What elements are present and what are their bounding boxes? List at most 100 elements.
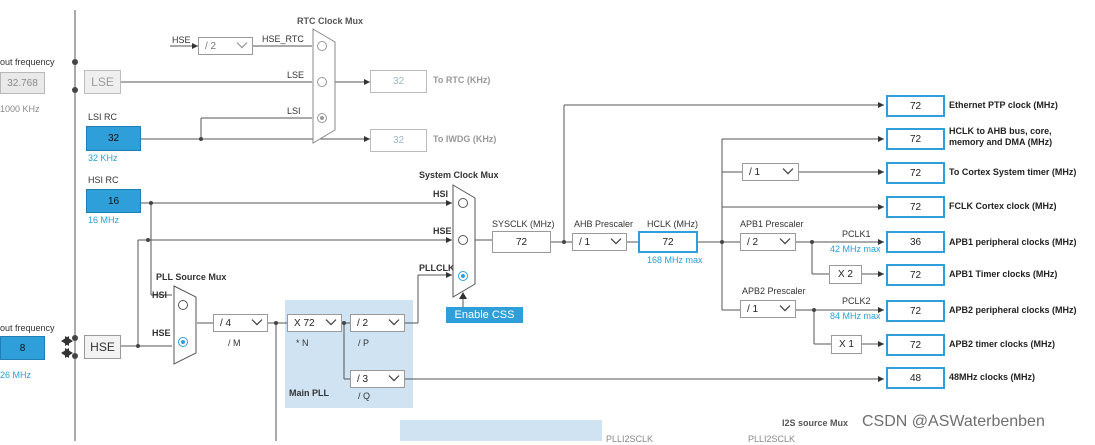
cortex-timer-divider-select[interactable]: / 1 (742, 163, 799, 181)
output-hclk-ahb-label: HCLK to AHB bus, core, memory and DMA (M… (949, 126, 1053, 147)
rtc-output-label: To RTC (KHz) (433, 75, 491, 85)
pll-m-label: / M (228, 338, 241, 348)
sysclk-value: 72 (492, 231, 551, 253)
pll-src-input-hsi[interactable] (178, 300, 188, 310)
iwdg-output-label: To IWDG (KHz) (433, 134, 497, 144)
rtc-lsi-label: LSI (287, 106, 301, 116)
system-clock-mux-title: System Clock Mux (419, 170, 499, 180)
chevron-down-icon (782, 168, 794, 175)
hsi-rc-value: 16 (86, 189, 141, 213)
hsi-frequency-label: 16 MHz (88, 215, 120, 225)
plli2sclk-label-1: PLLI2SCLK (606, 434, 654, 444)
pll-m-divider-select[interactable]: / 4 (213, 314, 268, 332)
plli2sclk-label-2: PLLI2SCLK (748, 434, 796, 444)
sysmux-hsi-label: HSI (433, 189, 449, 199)
i2s-source-mux-title: I2S source Mux (782, 418, 849, 428)
pll-source-mux (173, 285, 197, 365)
chevron-down-icon (236, 42, 248, 49)
apb1-prescaler-select[interactable]: / 2 (740, 233, 796, 251)
rtc-mux-input-hse[interactable] (317, 41, 327, 51)
sysmux-input-pllclk[interactable] (458, 271, 468, 281)
hse-oscillator[interactable]: HSE (84, 335, 121, 359)
sysclk-label: SYSCLK (MHz) (492, 219, 555, 229)
lsi-rc-title: LSI RC (88, 112, 118, 122)
pll-src-hsi-label: HSI (152, 290, 168, 300)
pll-q-label: / Q (358, 391, 371, 401)
pll-q-divider-value: / 3 (357, 373, 369, 385)
apb1-timer-multiplier: X 2 (829, 265, 862, 284)
rtc-hse-input-label: HSE (172, 35, 191, 45)
pll-q-divider-select[interactable]: / 3 (350, 370, 405, 388)
sysmux-input-hse[interactable] (458, 235, 468, 245)
lse-oscillator[interactable]: LSE (84, 70, 121, 94)
iwdg-frequency-value: 32 (370, 129, 427, 152)
watermark: CSDN @ASWaterbenben (862, 413, 1045, 430)
output-apb1-peripheral-value: 36 (886, 231, 945, 253)
pclk1-label: PCLK1 (842, 229, 871, 239)
pll-src-hse-label: HSE (152, 328, 171, 338)
main-pll-label: Main PLL (289, 388, 329, 398)
lsi-rc-value: 32 (86, 126, 141, 151)
pclk1-max-label: 42 MHz max (830, 244, 881, 254)
apb2-prescaler-select[interactable]: / 1 (740, 300, 796, 318)
hse-frequency-label: out frequency (0, 323, 55, 333)
rtc-hse-divider-value: / 2 (205, 40, 217, 52)
hclk-label: HCLK (MHz) (647, 219, 698, 229)
rtc-frequency-value: 32 (370, 70, 427, 93)
apb1-prescaler-label: APB1 Prescaler (740, 219, 804, 229)
chevron-down-icon (388, 319, 400, 326)
sysmux-input-hsi[interactable] (458, 198, 468, 208)
output-fclk-label: FCLK Cortex clock (MHz) (949, 201, 1057, 211)
pclk2-max-label: 84 MHz max (830, 311, 881, 321)
pll-n-label: * N (296, 338, 309, 348)
hse-range-label: 26 MHz (0, 370, 32, 380)
output-48mhz-value: 48 (886, 367, 945, 389)
hse-rtc-label: HSE_RTC (262, 34, 304, 44)
output-48mhz-label: 48MHz clocks (MHz) (949, 372, 1036, 382)
apb2-timer-multiplier: X 1 (831, 335, 862, 354)
hclk-input[interactable]: 72 (638, 231, 698, 253)
pll-src-input-hse[interactable] (178, 337, 188, 347)
pll-source-mux-title: PLL Source Mux (156, 272, 227, 282)
ahb-prescaler-select[interactable]: / 1 (572, 233, 627, 251)
enable-css-button[interactable]: Enable CSS (446, 307, 523, 323)
hse-input-frequency[interactable]: 8 (0, 336, 45, 360)
lse-frequency-label: out frequency (0, 57, 55, 67)
output-ethernet-ptp-value: 72 (886, 95, 945, 117)
output-ethernet-ptp-label: Ethernet PTP clock (MHz) (949, 100, 1058, 110)
rtc-clock-mux-title: RTC Clock Mux (297, 16, 364, 26)
pll-p-divider-value: / 2 (357, 317, 369, 329)
pll-n-multiplier-select[interactable]: X 72 (287, 314, 342, 332)
output-apb1-peripheral-label: APB1 peripheral clocks (MHz) (949, 237, 1077, 247)
output-apb2-peripheral-label: APB2 peripheral clocks (MHz) (949, 305, 1077, 315)
rtc-lse-label: LSE (287, 70, 305, 80)
output-apb2-timer-value: 72 (886, 334, 945, 356)
rtc-mux-input-lse[interactable] (317, 77, 327, 87)
ahb-prescaler-label: AHB Prescaler (574, 219, 634, 229)
output-apb1-timer-label: APB1 Timer clocks (MHz) (949, 269, 1058, 279)
apb2-prescaler-value: / 1 (747, 303, 759, 315)
ahb-prescaler-value: / 1 (579, 236, 591, 248)
output-cortex-timer-label: To Cortex System timer (MHz) (949, 167, 1077, 177)
output-apb2-timer-label: APB2 timer clocks (MHz) (949, 339, 1056, 349)
hsi-rc-title: HSI RC (88, 175, 119, 185)
pll-n-multiplier-value: X 72 (294, 317, 315, 329)
apb2-prescaler-label: APB2 Prescaler (742, 286, 806, 296)
rtc-mux-input-lsi[interactable] (317, 113, 327, 123)
output-cortex-timer-value: 72 (886, 162, 945, 184)
lsi-frequency-label: 32 KHz (88, 153, 118, 163)
output-apb1-timer-value: 72 (886, 264, 945, 286)
rtc-hse-divider-select[interactable]: / 2 (198, 37, 253, 55)
chevron-down-icon (610, 238, 622, 245)
lse-frequency-input[interactable]: 32.768 (0, 72, 45, 94)
pll-p-divider-select[interactable]: / 2 (350, 314, 405, 332)
lse-range-label: 1000 KHz (0, 104, 40, 114)
chevron-down-icon (388, 375, 400, 382)
chevron-down-icon (325, 319, 337, 326)
pll-p-label: / P (358, 338, 370, 348)
cortex-timer-divider-value: / 1 (749, 166, 761, 178)
sysmux-hse-label: HSE (433, 226, 452, 236)
hclk-max-label: 168 MHz max (647, 255, 703, 265)
